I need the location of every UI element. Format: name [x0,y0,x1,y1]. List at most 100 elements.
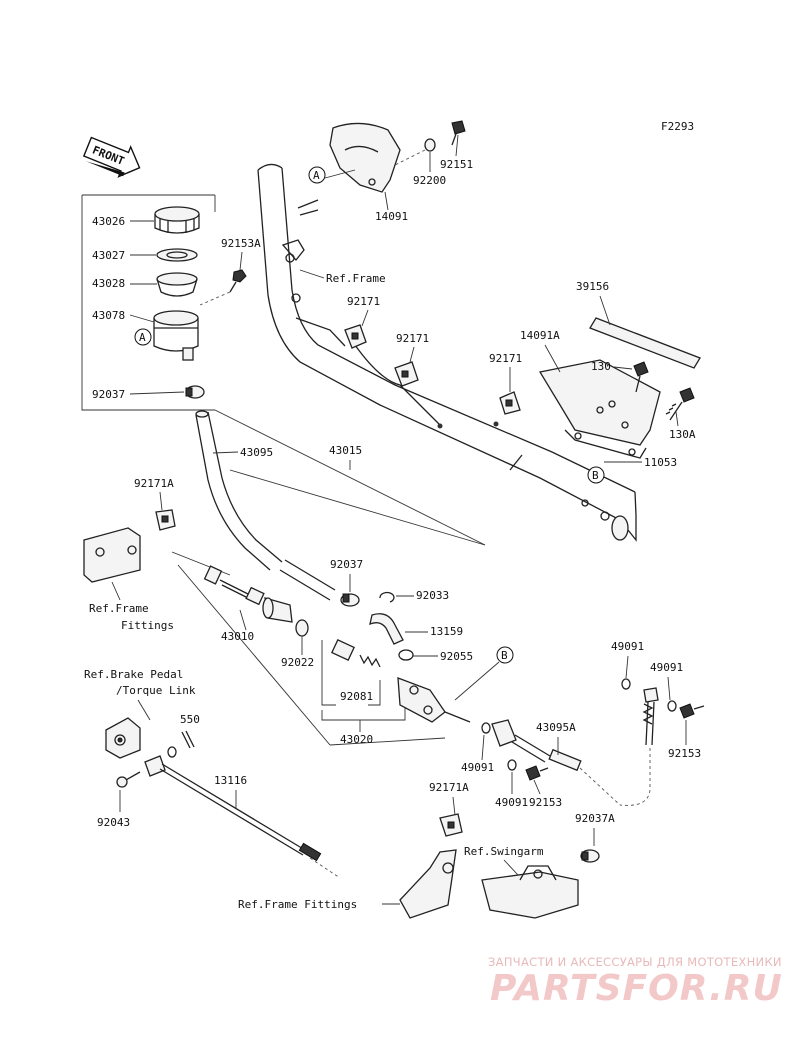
master-cylinder-body [397,677,471,723]
label-92081: 92081 [340,690,373,703]
wire-node-2 [493,421,499,427]
label-92153-a: 92153 [529,796,562,809]
ref-frame: Ref.Frame [326,272,386,285]
frame-tube [257,163,637,542]
label-43078: 43078 [92,309,125,322]
label-43095: 43095 [240,446,273,459]
wire-clamp-3 [499,391,521,415]
hose-continuation-dashed [619,748,651,806]
label-92200: 92200 [413,174,446,187]
wire-node [437,423,443,429]
label-14091A: 14091A [520,329,560,342]
label-49091-c: 49091 [611,640,644,653]
bolt-130 [633,361,649,393]
caliper-hose-end [621,678,705,746]
label-92022: 92022 [281,656,314,669]
frame-fittings-left [83,527,141,583]
label-92153A: 92153A [221,237,261,250]
label-92037-mid: 92037 [330,558,363,571]
watermark-tagline: ЗАПЧАСТИ И АКСЕССУАРЫ ДЛЯ МОТОТЕХНИКИ [488,955,782,969]
label-92055: 92055 [440,650,473,663]
label-92171-c: 92171 [489,352,522,365]
piston [262,597,293,623]
snap-ring [379,591,395,603]
washer-92200 [424,138,436,152]
bracket-14091A [538,359,661,459]
label-92171-a: 92171 [347,295,380,308]
banjo-bolt-mid [525,765,549,781]
label-92037A: 92037A [575,812,615,825]
bracket-plate-39156 [589,317,701,369]
bolt-130A [665,387,695,421]
brake-pedal-clevis [105,717,141,759]
swingarm-bracket [481,865,579,919]
elbow-hose [369,613,404,645]
label-43020: 43020 [340,733,373,746]
callout-a-text-frame: A [313,169,320,182]
clevis-pin [116,771,141,788]
watermark-logo: PARTSFOR.RU [490,968,783,1009]
label-13159: 13159 [430,625,463,638]
label-43095A: 43095A [536,721,576,734]
diaphragm-plate [156,248,198,262]
brake-rod [144,755,322,862]
hose-clamp-upper [185,385,205,399]
wiring-harness [354,344,441,426]
o-ring [398,649,414,661]
callout-a-reservoir [134,328,152,346]
label-43027: 43027 [92,249,125,262]
reservoir-bolt [229,269,247,293]
label-39156: 39156 [576,280,609,293]
wire-clamp-1 [344,324,367,349]
label-43010: 43010 [221,630,254,643]
label-49091-b: 49091 [495,796,528,809]
hose-clamp-mid [340,593,360,607]
bolt-92151 [451,120,466,146]
callout-a-frame [308,166,326,184]
ref-swingarm: Ref.Swingarm [464,845,544,858]
label-43028: 43028 [92,277,125,290]
hose-clamp-bottom [439,813,463,837]
label-92171-b: 92171 [396,332,429,345]
label-130A: 130A [669,428,696,441]
callout-b-master [496,646,514,664]
callout-b-bracket [587,466,605,484]
label-92033: 92033 [416,589,449,602]
callout-a-text-reservoir: A [139,331,146,344]
hose-clamp-left [155,509,176,531]
label-92037: 92037 [92,388,125,401]
hose-clamp-swingarm [580,849,600,863]
callout-b-text-bracket: B [592,469,599,482]
ref-frame-fittings-left-1: Ref.Frame [89,602,149,615]
banjo-and-hose [481,719,582,772]
reservoir-group-bracket [81,194,486,546]
label-49091-a: 49091 [461,761,494,774]
label-92043: 92043 [97,816,130,829]
circlip [295,619,309,637]
push-rod-assembly [203,565,265,606]
label-43015: 43015 [329,444,362,457]
label-49091-d: 49091 [650,661,683,674]
frame-cover [329,122,401,193]
label-92153-b: 92153 [668,747,701,760]
label-550: 550 [180,713,200,726]
ref-frame-fittings-bottom: Ref.Frame Fittings [238,898,357,911]
sealing-washer-mid [507,759,517,771]
cotter-pin [181,730,195,749]
ref-brake-pedal-1: Ref.Brake Pedal [84,668,183,681]
brake-fluid-reservoir [153,310,199,361]
diaphragm [156,272,198,297]
label-130: 130 [591,360,611,373]
reservoir-cap [154,206,200,234]
reservoir-hose [195,410,283,571]
label-92171A-bottom: 92171A [429,781,469,794]
label-92171A-left: 92171A [134,477,174,490]
hose-segment [279,559,336,601]
label-92151: 92151 [440,158,473,171]
spring-fitting [331,638,381,668]
ref-brake-pedal-2: /Torque Link [116,684,196,697]
figure-code: F2293 [661,120,694,133]
label-13116: 13116 [214,774,247,787]
